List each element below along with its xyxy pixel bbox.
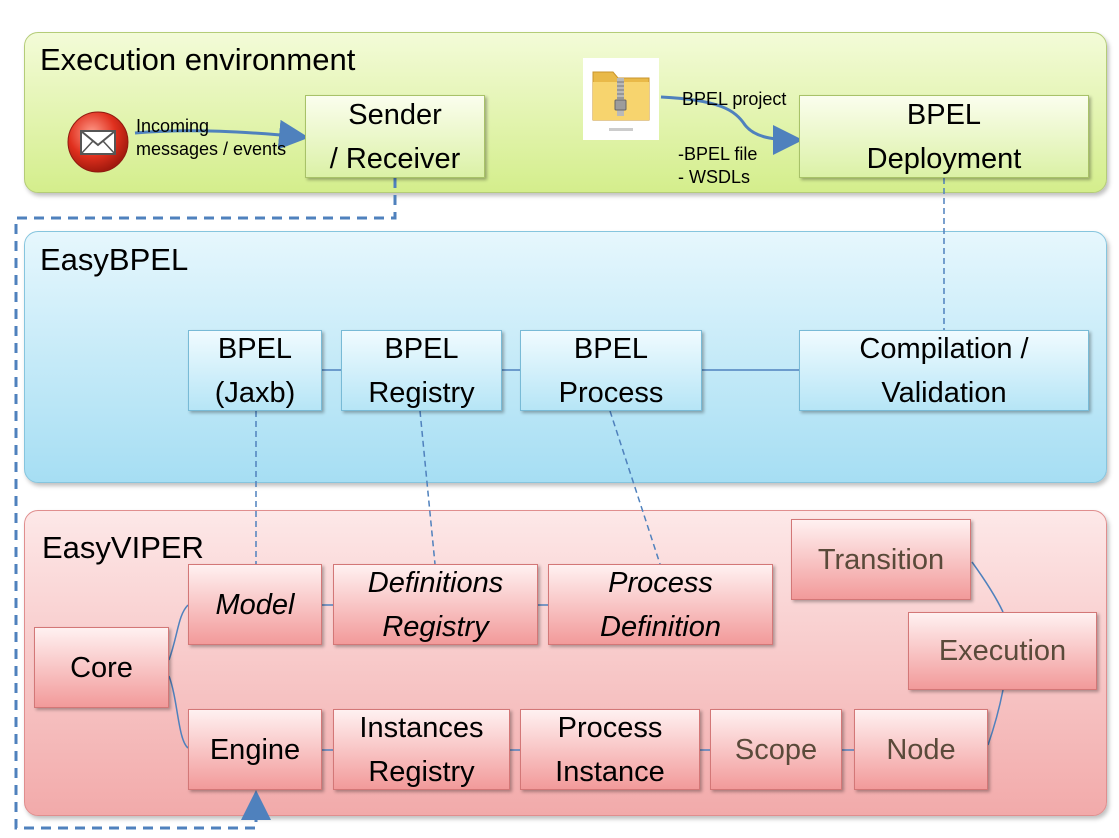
execution-box[interactable]: Execution bbox=[908, 612, 1097, 690]
node-box[interactable]: Node bbox=[854, 709, 988, 790]
engine-box[interactable]: Engine bbox=[188, 709, 322, 790]
bpel-registry-box[interactable]: BPEL Registry bbox=[341, 330, 502, 411]
transition-box[interactable]: Transition bbox=[791, 519, 971, 600]
compilation-validation-box[interactable]: Compilation / Validation bbox=[799, 330, 1089, 411]
easyviper-title: EasyVIPER bbox=[42, 530, 204, 565]
process-definition-box[interactable]: Process Definition bbox=[548, 564, 773, 645]
bpel-deployment-box[interactable]: BPEL Deployment bbox=[799, 95, 1089, 178]
bpel-process-box[interactable]: BPEL Process bbox=[520, 330, 702, 411]
model-box[interactable]: Model bbox=[188, 564, 322, 645]
bpel-project-label: BPEL project bbox=[682, 89, 787, 109]
mail-icon bbox=[66, 110, 130, 174]
definitions-registry-box[interactable]: Definitions Registry bbox=[333, 564, 538, 645]
sender-receiver-box[interactable]: Sender / Receiver bbox=[305, 95, 485, 178]
zip-folder-icon bbox=[583, 58, 659, 140]
bpel-files-label: -BPEL file - WSDLs bbox=[678, 144, 758, 187]
scope-box[interactable]: Scope bbox=[710, 709, 842, 790]
instances-registry-box[interactable]: Instances Registry bbox=[333, 709, 510, 790]
easybpel-title: EasyBPEL bbox=[40, 242, 189, 277]
execution-environment-title: Execution environment bbox=[40, 42, 356, 77]
bpel-jaxb-box[interactable]: BPEL (Jaxb) bbox=[188, 330, 322, 411]
incoming-messages-label: Incoming messages / events bbox=[136, 116, 287, 159]
process-instance-box[interactable]: Process Instance bbox=[520, 709, 700, 790]
core-box[interactable]: Core bbox=[34, 627, 169, 708]
